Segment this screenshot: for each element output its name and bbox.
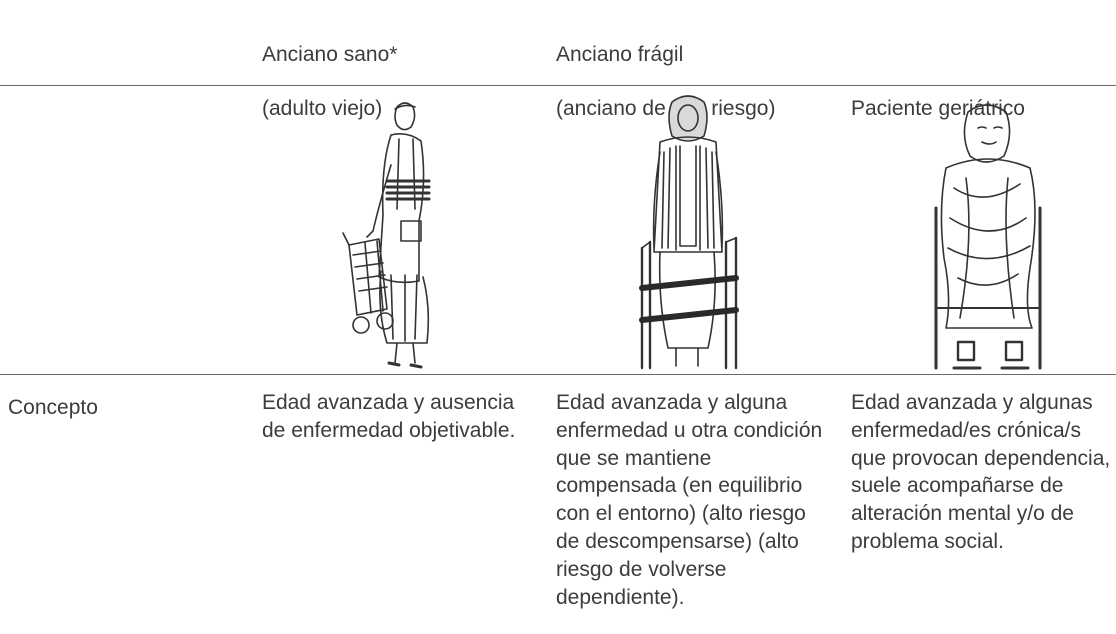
elderly-patient-in-wheelchair-icon	[934, 104, 1042, 370]
column-header-healthy-elder: Anciano sano* (adulto viejo)	[262, 14, 397, 149]
column-header-line	[851, 41, 1025, 68]
concept-cell-frail-elder: Edad avanzada y alguna enfermedad u otra…	[556, 391, 823, 609]
concept-cell-healthy-elder: Edad avanzada y ausencia de enfermedad o…	[262, 391, 516, 442]
elderly-woman-with-walker-icon	[639, 95, 739, 370]
column-header-line: Paciente geriátrico	[851, 97, 1025, 120]
column-header-line: (adulto viejo)	[262, 97, 383, 120]
column-header-geriatric-patient: Paciente geriátrico	[851, 14, 1025, 149]
header-divider	[0, 85, 1116, 86]
column-header-line: Anciano sano*	[262, 43, 398, 66]
column-header-line: Anciano frágil	[556, 43, 684, 66]
row-divider	[0, 374, 1116, 375]
concept-cell-geriatric-patient: Edad avanzada y algunas enfermedad/es cr…	[851, 391, 1111, 553]
elderly-woman-with-shopping-cart-icon	[342, 102, 431, 369]
row-label-concept: Concepto	[8, 396, 98, 419]
